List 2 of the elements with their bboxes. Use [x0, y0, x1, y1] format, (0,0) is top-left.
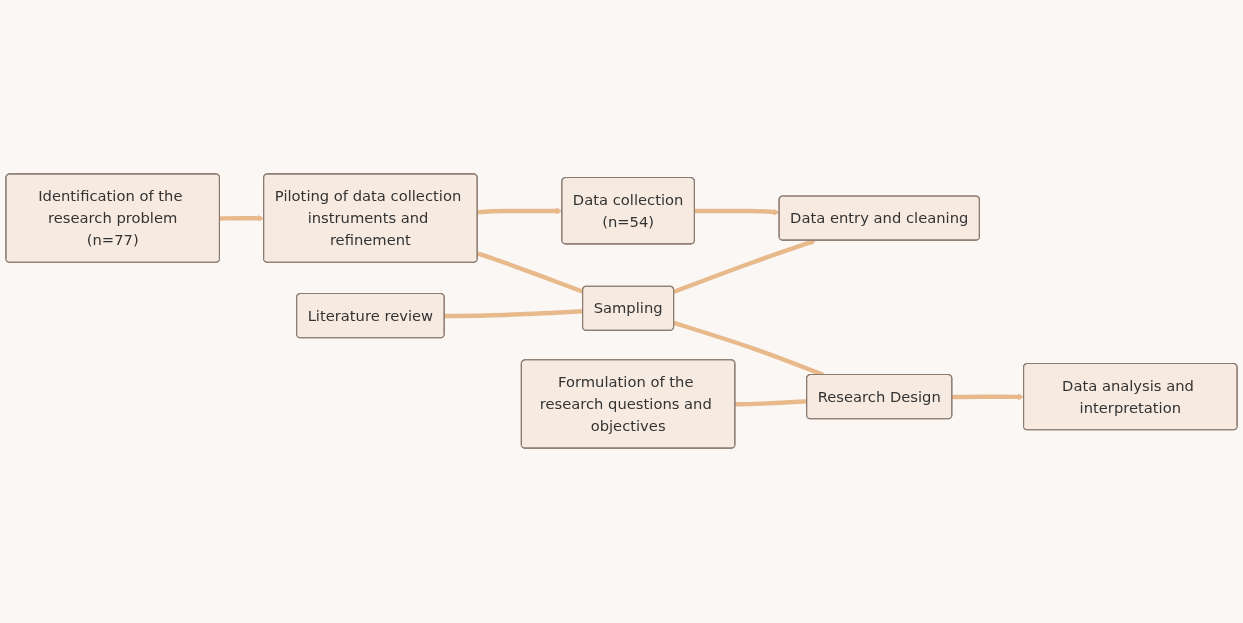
arrow [673, 239, 817, 295]
arrow [694, 209, 780, 216]
